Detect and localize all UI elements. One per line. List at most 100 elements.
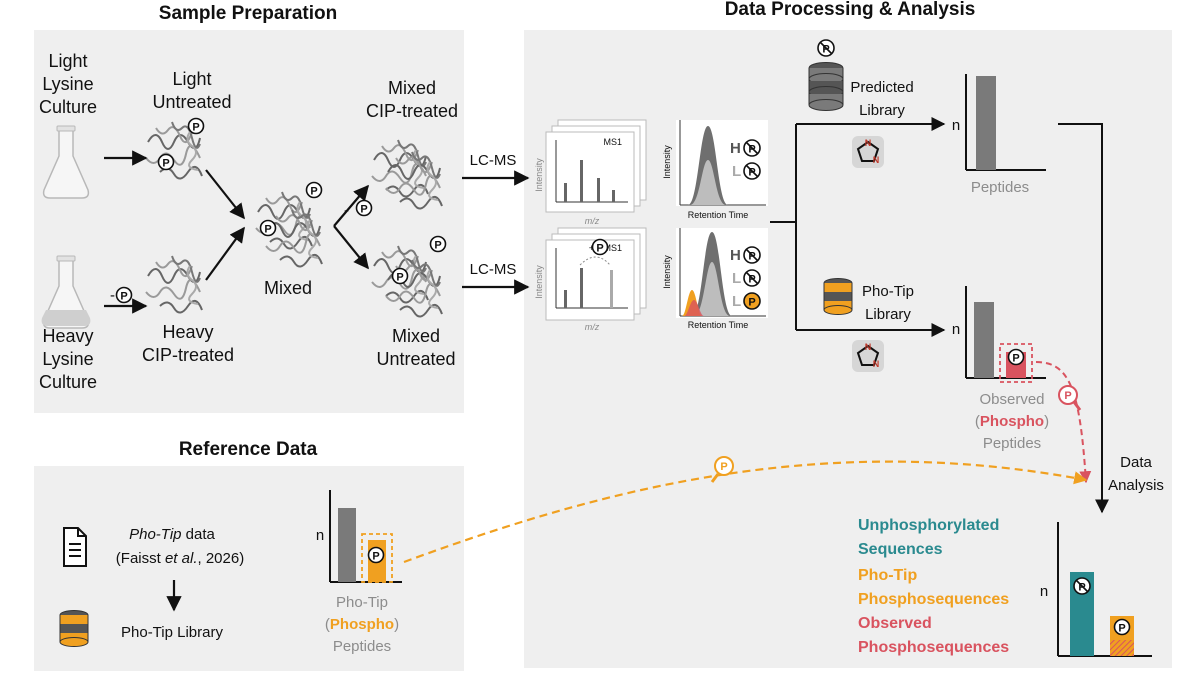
svg-text:Intensity: Intensity <box>534 265 544 299</box>
svg-text:H: H <box>730 140 741 157</box>
svg-text:L: L <box>732 270 741 287</box>
svg-text:m/z: m/z <box>585 216 600 226</box>
y-axis-label: n <box>952 117 960 134</box>
phospho-badge-icon <box>429 235 447 253</box>
svg-text:Light: Light <box>48 51 87 71</box>
mixed-untreated-label: Mixed Untreated <box>376 326 455 369</box>
svg-text:Intensity: Intensity <box>662 255 672 289</box>
phospho-badge-icon <box>259 219 277 237</box>
svg-text:Phosphosequences: Phosphosequences <box>858 639 1009 656</box>
svg-text:Data: Data <box>1120 454 1152 471</box>
reference-data-panel <box>34 466 464 671</box>
no-phospho-icon <box>743 269 761 287</box>
svg-text:m/z: m/z <box>585 322 600 332</box>
svg-text:Phosphosequences: Phosphosequences <box>858 591 1009 608</box>
light-culture-label: Light Lysine Culture <box>39 51 97 117</box>
sample-preparation-title: Sample Preparation <box>159 3 337 24</box>
x-axis-label: Peptides <box>333 638 391 655</box>
legend: Unphosphorylated Sequences Pho-Tip Phosp… <box>858 517 1009 656</box>
bar-chart-reference: n Pho-Tip (Phospho) Peptides <box>316 490 402 655</box>
sample-preparation-panel <box>34 30 464 413</box>
photip-data-label: Pho-Tip data (Faisst et al., 2026) <box>116 526 244 567</box>
svg-text:Library: Library <box>859 102 905 119</box>
svg-text:Analysis: Analysis <box>1108 477 1164 494</box>
bar <box>974 302 994 378</box>
heavy-flask-icon <box>41 255 91 329</box>
predicted-library-label: Predicted Library <box>850 79 913 119</box>
phospho-badge-icon <box>115 286 133 304</box>
phospho-badge-icon <box>355 199 373 217</box>
svg-text:CIP-treated: CIP-treated <box>366 101 458 121</box>
arrow <box>333 225 369 270</box>
svg-text:Retention Time: Retention Time <box>688 210 749 220</box>
y-axis-label: n <box>1040 583 1048 600</box>
no-phospho-icon <box>743 139 761 157</box>
svg-text:Intensity: Intensity <box>662 145 672 179</box>
bar <box>338 508 356 582</box>
database-icon <box>808 62 844 111</box>
database-icon <box>823 278 853 315</box>
phospho-search-icon: P <box>710 456 734 483</box>
dashed-arrow <box>1035 361 1092 484</box>
database-icon <box>59 610 89 647</box>
svg-text:Observed: Observed <box>858 615 932 632</box>
phospho-badge-icon <box>157 153 175 171</box>
light-untreated-label: Light Untreated <box>152 69 231 112</box>
svg-text:Mixed: Mixed <box>392 326 440 346</box>
phospho-badge-icon <box>391 267 409 285</box>
svg-text:Predicted: Predicted <box>850 79 913 96</box>
no-phospho-icon <box>817 39 835 57</box>
svg-text:L: L <box>732 293 741 310</box>
document-icon <box>63 527 87 567</box>
svg-text:(Faisst et al., 2026): (Faisst et al., 2026) <box>116 550 244 567</box>
svg-text:Pho-Tip: Pho-Tip <box>862 283 914 300</box>
no-phospho-icon <box>743 246 761 264</box>
svg-text:Intensity: Intensity <box>534 158 544 192</box>
reference-data-title: Reference Data <box>179 439 318 460</box>
svg-text:CIP-treated: CIP-treated <box>142 345 234 365</box>
svg-text:Untreated: Untreated <box>376 349 455 369</box>
svg-text:P: P <box>720 461 727 473</box>
ref-library-label: Pho-Tip Library <box>121 624 223 641</box>
lcms-label: LC-MS <box>470 152 517 169</box>
svg-text:P: P <box>1064 390 1071 402</box>
svg-text:MS1: MS1 <box>603 243 622 253</box>
bar-chart-observed: n Observed (Phospho) Peptides <box>952 286 1049 452</box>
phospho-badge-icon <box>305 181 323 199</box>
x-axis-label: Peptides <box>971 179 1029 196</box>
svg-text:Lysine: Lysine <box>42 349 93 369</box>
lcms-label: LC-MS <box>470 261 517 278</box>
svg-text:Heavy: Heavy <box>42 326 93 346</box>
mixed-cip-label: Mixed CIP-treated <box>366 78 458 121</box>
svg-text:L: L <box>732 163 741 180</box>
heavy-cip-label: Heavy CIP-treated <box>142 322 234 365</box>
arrow <box>1058 123 1109 514</box>
y-axis-label: n <box>316 527 324 544</box>
svg-text:+: + <box>589 243 594 253</box>
chromatogram: Intensity Retention Time H L L <box>662 228 768 330</box>
svg-text:Mixed: Mixed <box>388 78 436 98</box>
y-axis-label: n <box>952 321 960 338</box>
svg-text:MS1: MS1 <box>603 137 622 147</box>
svg-text:Lysine: Lysine <box>42 74 93 94</box>
phospho-badge-icon <box>187 117 205 135</box>
branch-line <box>770 124 797 330</box>
svg-text:Culture: Culture <box>39 372 97 392</box>
svg-text:Sequences: Sequences <box>858 541 943 558</box>
no-phospho-icon <box>743 162 761 180</box>
svg-text:Culture: Culture <box>39 97 97 117</box>
ms-spectrum-stack: MS1 Intensity m/z <box>534 119 647 226</box>
svg-text:Unphosphorylated: Unphosphorylated <box>858 517 999 534</box>
arrow <box>205 226 245 281</box>
svg-text:Library: Library <box>865 306 911 323</box>
svg-text:Pho-Tip: Pho-Tip <box>858 567 917 584</box>
dephos-minus-label: - <box>110 287 115 304</box>
mixed-label: Mixed <box>264 278 312 298</box>
svg-text:Heavy: Heavy <box>162 322 213 342</box>
arrow <box>205 169 245 220</box>
x-axis-label: (Phospho) <box>975 413 1049 430</box>
ms-spectrum-stack: MS1 + Intensity m/z <box>534 227 647 332</box>
photip-library-label: Pho-Tip Library <box>862 283 914 323</box>
x-axis-label: Pho-Tip <box>336 594 388 611</box>
